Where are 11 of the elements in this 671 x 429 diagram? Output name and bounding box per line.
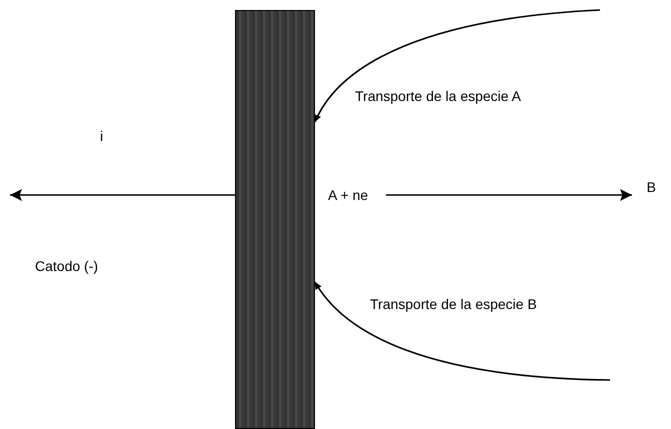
edge-label: i bbox=[100, 128, 104, 144]
edge-label: Transporte de la especie B bbox=[370, 296, 537, 312]
arrow bbox=[10, 189, 235, 201]
arrow bbox=[386, 189, 632, 201]
species-label: A + ne bbox=[328, 184, 378, 206]
electrode-label: Catodo (-) bbox=[35, 258, 98, 274]
arrow bbox=[314, 9, 600, 122]
electrode-bar bbox=[235, 10, 315, 429]
edge-label: Transporte de la especie A bbox=[355, 88, 522, 104]
species-label: B bbox=[640, 176, 656, 198]
arrow bbox=[314, 282, 610, 381]
